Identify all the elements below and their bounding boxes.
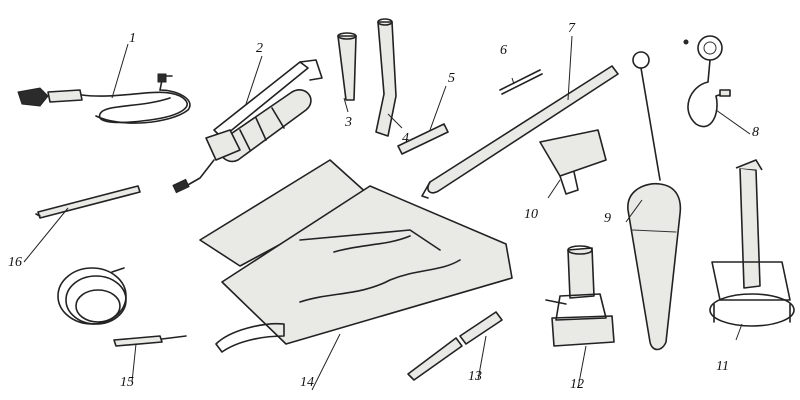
grease-gun-2 [172, 59, 323, 194]
label-9: 9 [604, 211, 611, 226]
coiled-cable-15 [57, 267, 187, 347]
pressure-gauge-8 [683, 35, 731, 128]
drift-5 [397, 123, 449, 155]
label-2: 2 [256, 41, 263, 56]
label-5: 5 [448, 71, 455, 86]
label-8: 8 [752, 125, 759, 140]
callout-numbers: 1 2 3 4 5 6 7 8 9 10 11 12 13 14 15 16 [8, 21, 759, 392]
label-11: 11 [716, 359, 729, 374]
label-14: 14 [300, 375, 314, 390]
label-13: 13 [468, 369, 482, 384]
label-4: 4 [402, 131, 409, 146]
screwdriver-16 [35, 185, 141, 219]
label-3: 3 [344, 115, 352, 130]
label-10: 10 [524, 207, 538, 222]
label-1: 1 [129, 31, 136, 46]
label-16: 16 [8, 255, 22, 270]
label-15: 15 [120, 375, 134, 390]
screwdriver-blade-6 [499, 69, 543, 95]
label-6: 6 [500, 43, 507, 58]
pry-bar-7 [421, 65, 619, 199]
bottle-jack-12 [545, 245, 615, 347]
label-12: 12 [570, 377, 584, 392]
measuring-rod-9 [627, 51, 682, 351]
tool-roll-14 [199, 159, 513, 353]
jack-stand-11 [709, 159, 795, 327]
label-7: 7 [568, 21, 576, 36]
inspection-lamp-1 [17, 73, 191, 124]
bent-bar-4 [375, 18, 397, 137]
tire-lever-13 [407, 311, 503, 381]
funnel-10 [539, 129, 607, 195]
socket-tube-3 [337, 32, 357, 101]
leader-lines [23, 35, 751, 391]
